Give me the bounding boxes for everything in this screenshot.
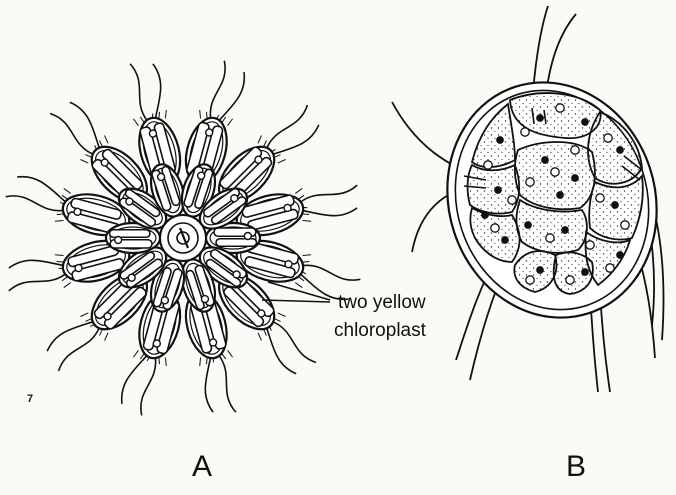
organelle-dark-11 xyxy=(502,237,508,243)
organelle-dark-3 xyxy=(497,137,503,143)
organelle-dark-13 xyxy=(582,269,588,275)
organelle-light-3 xyxy=(604,134,612,142)
organelle-dark-12 xyxy=(537,267,543,273)
organelle-light-13 xyxy=(566,276,574,284)
organelle-light-16 xyxy=(508,196,516,204)
organelle-light-6 xyxy=(551,168,559,176)
organelle-dark-10 xyxy=(562,227,568,233)
organelle-light-4 xyxy=(484,161,492,169)
organelle-dark-8 xyxy=(612,202,618,208)
panel-b-label: B xyxy=(566,450,586,483)
callout-text-line2: chloroplast xyxy=(334,320,427,341)
organelle-light-9 xyxy=(491,224,499,232)
callout-pointer-lines xyxy=(262,282,330,302)
organelle-light-1 xyxy=(556,104,564,112)
organelle-dark-6 xyxy=(542,157,548,163)
organelle-dark-9 xyxy=(525,222,531,228)
organelle-dark-1 xyxy=(537,115,543,121)
organelle-dark-14 xyxy=(617,252,623,258)
colony-a-drawing xyxy=(2,57,363,418)
page-mark: 7 xyxy=(27,393,33,405)
organelle-light-12 xyxy=(526,276,534,284)
cell-b-drawing xyxy=(392,6,676,392)
organelle-dark-16 xyxy=(557,192,563,198)
organelle-light-15 xyxy=(571,146,579,154)
organelle-light-14 xyxy=(606,264,614,272)
callout-text-line1: two yellow xyxy=(338,292,426,313)
organelle-dark-5 xyxy=(495,187,501,193)
organelle-light-2 xyxy=(521,128,529,136)
organelle-dark-2 xyxy=(582,119,588,125)
organelle-light-7 xyxy=(596,194,604,202)
panel-a-label: A xyxy=(192,450,212,483)
organelle-dark-15 xyxy=(482,212,488,218)
organelle-light-5 xyxy=(526,178,534,186)
organelle-dark-4 xyxy=(617,147,623,153)
organelle-light-11 xyxy=(586,241,594,249)
organelle-light-8 xyxy=(621,221,629,229)
organelle-dark-7 xyxy=(572,175,578,181)
organelle-light-10 xyxy=(546,234,554,242)
center-cell xyxy=(160,215,206,261)
